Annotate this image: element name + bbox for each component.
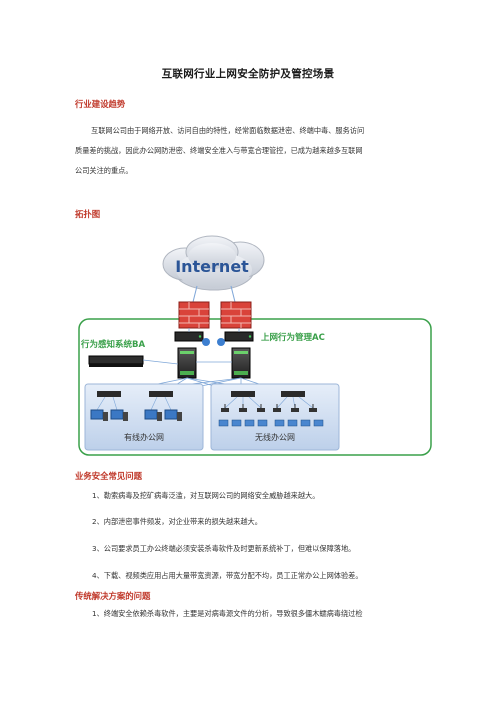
page-title: 互联网行业上网安全防护及管控场景 xyxy=(161,68,335,80)
ba-appliance-icon xyxy=(88,355,144,367)
issue-item-3: 3、公司要求员工办公终端必须安装杀毒软件及时更新系统补丁，但难以保障落地。 xyxy=(92,544,356,553)
traditional-item-1: 1、终端安全依赖杀毒软件，主要是对病毒源文件的分析，导致很多僵木蠕病毒绕过检 xyxy=(92,609,363,618)
ac-device-left-icon xyxy=(174,331,210,346)
firewall-left-icon xyxy=(178,301,210,329)
issue-item-1: 1、勒索病毒及挖矿病毒泛滥，对互联网公司的网络安全威胁越来越大。 xyxy=(92,491,320,500)
trend-line-3: 公司关注的重点。 xyxy=(75,166,133,175)
ac-device-right-icon xyxy=(217,331,254,346)
desktop-pc-icon xyxy=(90,409,182,421)
firewall-right-icon xyxy=(220,301,252,329)
issue-item-4: 4、下载、视频类应用占用大量带宽资源，带宽分配不均，员工正常办公上网体验差。 xyxy=(92,571,363,580)
trend-line-2: 质量差的挑战，因此办公网防泄密、终端安全准入与带宽合理管控，已成为越来越多互联网 xyxy=(75,146,363,155)
core-switch-right-icon xyxy=(231,347,251,379)
section-heading-issues: 业务安全常见问题 xyxy=(75,471,142,481)
section-heading-topology: 拓扑图 xyxy=(75,209,101,219)
laptop-icon xyxy=(218,419,324,427)
access-point-icon xyxy=(221,404,317,412)
internet-cloud-icon xyxy=(162,235,265,291)
access-switch-icon xyxy=(97,391,173,397)
trend-line-1: 互联网公司由于网络开放、访问自由的特性，经常面临数据泄密、终端中毒、服务访问 xyxy=(91,126,365,135)
wired-label: 有线办公网 xyxy=(124,432,164,442)
core-switch-left-icon xyxy=(177,347,197,379)
section-heading-traditional: 传统解决方案的问题 xyxy=(75,591,151,601)
wireless-label: 无线办公网 xyxy=(255,432,295,442)
wired-zone xyxy=(84,383,204,451)
topology-diagram: Internet xyxy=(75,224,435,460)
wireless-switch-icon xyxy=(231,391,305,397)
ac-label: 上网行为管理AC xyxy=(261,332,325,343)
network-frame xyxy=(78,318,432,456)
ba-label: 行为感知系统BA xyxy=(80,339,145,350)
issue-item-2: 2、内部泄密事件频发，对企业带来的损失越来越大。 xyxy=(92,517,262,526)
section-heading-trend: 行业建设趋势 xyxy=(75,99,126,109)
internet-label: Internet xyxy=(175,257,249,276)
trend-paragraph: 互联网公司由于网络开放、访问自由的特性，经常面临数据泄密、终端中毒、服务访问 质… xyxy=(75,121,437,181)
